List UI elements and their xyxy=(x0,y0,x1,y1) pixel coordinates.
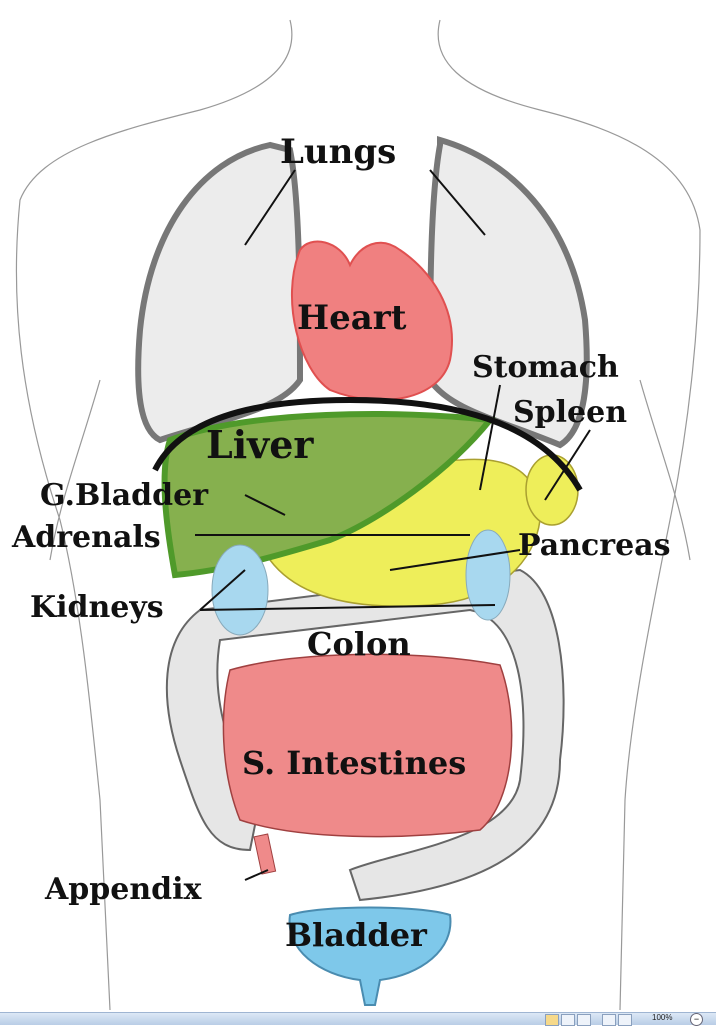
small-intestines xyxy=(222,653,513,838)
label-pancreas: Pancreas xyxy=(518,528,671,563)
label-adrenals: Adrenals xyxy=(12,520,161,555)
draft-view-button[interactable] xyxy=(618,1014,632,1026)
label-small-intestines: S. Intestines xyxy=(242,744,467,782)
left-lung xyxy=(135,141,304,444)
label-kidneys: Kidneys xyxy=(30,590,164,625)
label-colon: Colon xyxy=(307,625,411,663)
label-appendix: Appendix xyxy=(45,872,202,907)
left-kidney xyxy=(211,544,269,636)
label-spleen: Spleen xyxy=(513,395,628,430)
label-stomach: Stomach xyxy=(472,350,619,385)
zoom-out-button[interactable]: − xyxy=(690,1013,703,1026)
torso-outline xyxy=(15,19,701,1011)
label-bladder: Bladder xyxy=(285,916,427,954)
colon xyxy=(165,568,565,902)
zoom-level[interactable]: 100% xyxy=(652,1013,673,1022)
pointer-arrows xyxy=(195,169,591,881)
label-liver: Liver xyxy=(206,422,314,467)
outline-view-button[interactable] xyxy=(602,1014,616,1026)
appendix xyxy=(253,833,277,875)
label-gallbladder: G.Bladder xyxy=(40,478,209,513)
right-kidney xyxy=(465,529,511,621)
label-lungs: Lungs xyxy=(280,132,397,172)
diaphragm xyxy=(152,396,583,492)
heart xyxy=(291,240,453,401)
label-heart: Heart xyxy=(297,298,407,338)
status-bar: 100% − xyxy=(0,1012,716,1026)
web-layout-view-button[interactable] xyxy=(577,1014,591,1026)
bladder xyxy=(288,906,452,1006)
print-layout-view-button[interactable] xyxy=(545,1014,559,1026)
full-screen-view-button[interactable] xyxy=(561,1014,575,1026)
